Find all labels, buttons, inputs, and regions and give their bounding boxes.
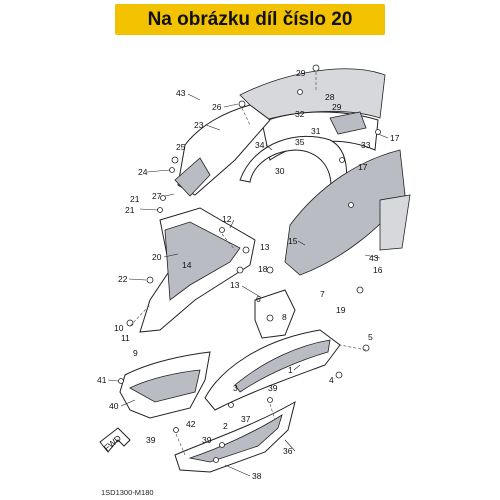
- callout-label: 35: [295, 137, 305, 147]
- callout-label: 16: [373, 265, 383, 275]
- callout-label: 13: [230, 280, 240, 290]
- callout-label: 5: [368, 332, 373, 342]
- callout-label: 33: [361, 140, 371, 150]
- callout-label: 25: [176, 142, 186, 152]
- callout-label: 21: [130, 194, 140, 204]
- upper-side-cover-part: [174, 104, 271, 197]
- callout-label: 39: [146, 435, 156, 445]
- callout-label: 43: [176, 88, 186, 98]
- assembly-lines: [129, 72, 367, 456]
- leader-lines: [107, 93, 389, 477]
- callout-label: 40: [109, 401, 119, 411]
- callout-labels: 29 43 26 28 29 23 32 17 31 25 34 35 33 2…: [97, 68, 400, 481]
- callout-label: 7: [320, 289, 325, 299]
- callout-label: 28: [325, 92, 335, 102]
- callout-label: 8: [282, 312, 287, 322]
- callout-label: 18: [258, 264, 268, 274]
- callout-label: 36: [283, 446, 293, 456]
- callout-label: 6: [256, 294, 261, 304]
- bracket-part: [254, 289, 296, 339]
- callout-label: 32: [295, 109, 305, 119]
- callout-label: 31: [311, 126, 321, 136]
- callout-label: 37: [241, 414, 251, 424]
- right-side-cover-part: [284, 149, 411, 276]
- callout-label: 27: [152, 191, 162, 201]
- callout-label: 4: [329, 375, 334, 385]
- callout-label: 14: [182, 260, 192, 270]
- callout-label: 21: [125, 205, 135, 215]
- callout-label: 9: [133, 348, 138, 358]
- callout-label: 11: [121, 333, 130, 343]
- callout-label: 3: [233, 383, 238, 393]
- diagram-code: 1SD1300-M180: [101, 488, 154, 497]
- callout-label: 30: [275, 166, 285, 176]
- callout-label: 19: [336, 305, 346, 315]
- lower-side-panel-part: [204, 329, 341, 411]
- callout-label: 20: [152, 252, 162, 262]
- callout-label: 29: [296, 68, 306, 78]
- callout-label: 17: [358, 162, 368, 172]
- bottom-cover-part: [174, 400, 296, 473]
- callout-label: 17: [390, 133, 400, 143]
- callout-label: 22: [118, 274, 128, 284]
- callout-label: 34: [255, 140, 265, 150]
- callout-label: 2: [223, 421, 228, 431]
- callout-label: 42: [186, 419, 196, 429]
- callout-label: 41: [97, 375, 107, 385]
- callout-label: 23: [194, 120, 204, 130]
- left-lower-cover-part: [119, 351, 211, 419]
- callout-label: 38: [252, 471, 262, 481]
- callout-label: 26: [212, 102, 222, 112]
- callout-label: 1: [288, 365, 293, 375]
- callout-label: 13: [260, 242, 270, 252]
- title-banner: Na obrázku díl číslo 20: [115, 4, 385, 35]
- callout-label: 39: [202, 435, 212, 445]
- callout-label: 12: [222, 214, 232, 224]
- callout-label: 43: [369, 253, 379, 263]
- callout-label: 10: [114, 323, 124, 333]
- callout-label: 24: [138, 167, 148, 177]
- fwd-arrow-icon: FWD: [99, 427, 131, 453]
- callout-label: 29: [332, 102, 342, 112]
- callout-label: 39: [268, 383, 278, 393]
- callout-label: 15: [288, 236, 298, 246]
